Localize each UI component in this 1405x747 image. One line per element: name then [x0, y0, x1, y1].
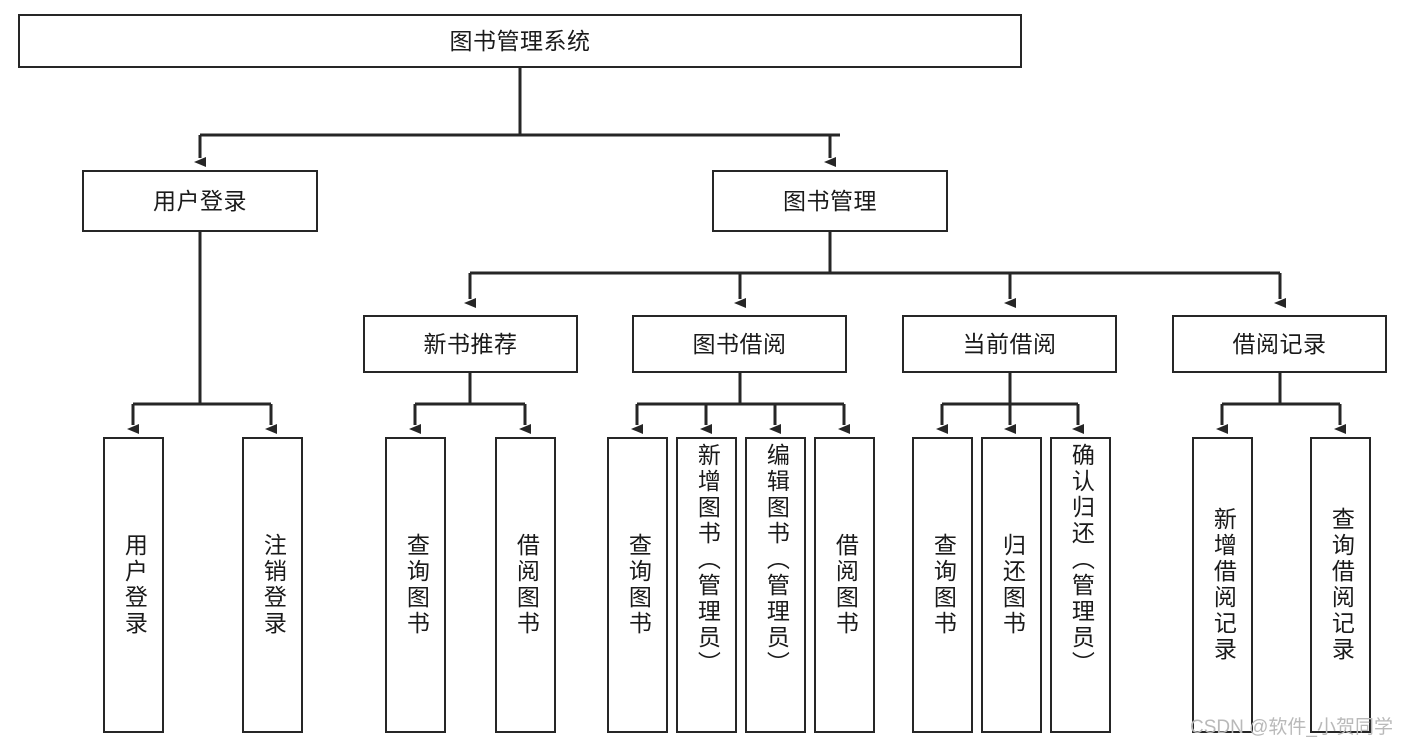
node-label: 借阅记录 [1232, 330, 1327, 357]
leaf-query-borrow-record[interactable]: 查询借阅记录 [1310, 437, 1371, 733]
node-label: 用户登录 [153, 187, 247, 214]
node-label: 图书借阅 [692, 330, 787, 357]
node-new-book-recommend[interactable]: 新书推荐 [363, 315, 578, 373]
node-label: 查询图书 [930, 533, 957, 637]
node-label: 查询图书 [403, 533, 430, 637]
node-borrow-record[interactable]: 借阅记录 [1172, 315, 1387, 373]
node-label: 归还图书 [999, 533, 1026, 637]
leaf-query-book-current[interactable]: 查询图书 [912, 437, 973, 733]
csdn-watermark: CSDN @软件_小贺同学 [1190, 717, 1393, 738]
node-book-borrow[interactable]: 图书借阅 [632, 315, 847, 373]
node-label: 注销登录 [260, 533, 287, 637]
node-label: 图书管理 [783, 187, 877, 214]
node-label: 当前借阅 [962, 330, 1057, 357]
leaf-edit-book-admin[interactable]: 编辑图书（管理员） [745, 437, 806, 733]
leaf-user-login[interactable]: 用户登录 [103, 437, 164, 733]
node-label: 借阅图书 [513, 533, 540, 637]
node-label: 新增借阅记录 [1210, 507, 1237, 663]
node-book-manage[interactable]: 图书管理 [712, 170, 948, 232]
node-label: 编辑图书（管理员） [763, 443, 790, 677]
node-root-book-management-system[interactable]: 图书管理系统 [18, 14, 1022, 68]
node-current-borrow[interactable]: 当前借阅 [902, 315, 1117, 373]
node-label: 用户登录 [121, 533, 148, 637]
node-user-login[interactable]: 用户登录 [82, 170, 318, 232]
node-label: 新书推荐 [423, 330, 518, 357]
leaf-query-book-borrow[interactable]: 查询图书 [607, 437, 668, 733]
leaf-confirm-return-admin[interactable]: 确认归还（管理员） [1050, 437, 1111, 733]
node-label: 图书管理系统 [449, 27, 591, 54]
leaf-query-book-recommend[interactable]: 查询图书 [385, 437, 446, 733]
node-label: 新增图书（管理员） [694, 443, 721, 677]
node-label: 借阅图书 [832, 533, 859, 637]
leaf-borrow-book-recommend[interactable]: 借阅图书 [495, 437, 556, 733]
leaf-add-book-admin[interactable]: 新增图书（管理员） [676, 437, 737, 733]
leaf-borrow-book-borrow[interactable]: 借阅图书 [814, 437, 875, 733]
leaf-add-borrow-record[interactable]: 新增借阅记录 [1192, 437, 1253, 733]
node-label: 查询借阅记录 [1328, 507, 1355, 663]
leaf-return-book[interactable]: 归还图书 [981, 437, 1042, 733]
leaf-logout-login[interactable]: 注销登录 [242, 437, 303, 733]
node-label: 确认归还（管理员） [1068, 443, 1095, 677]
node-label: 查询图书 [625, 533, 652, 637]
